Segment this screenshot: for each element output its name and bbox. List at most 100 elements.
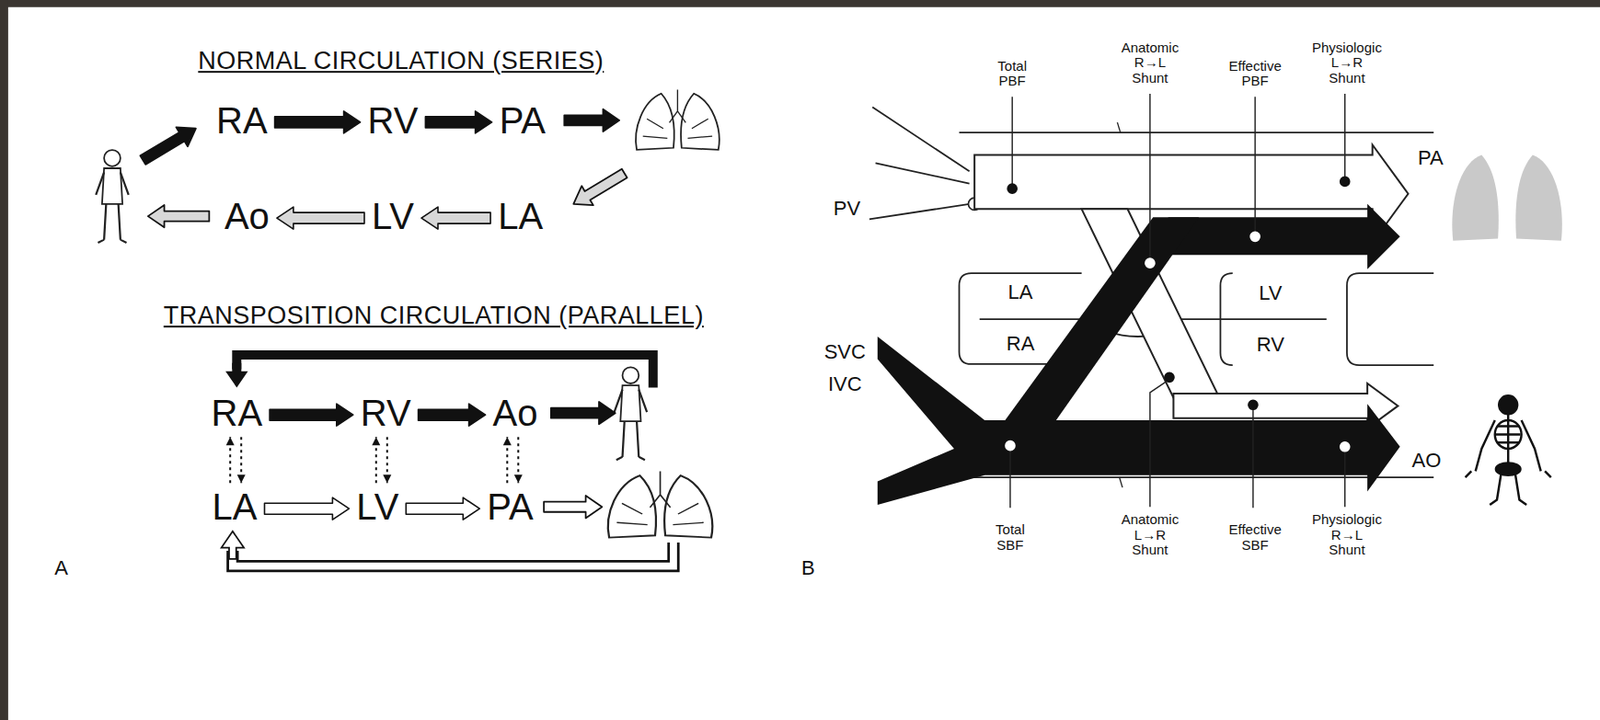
flow-label: Physiologic L→R Shunt (1312, 40, 1382, 87)
flow-arrow (139, 109, 674, 567)
flow-schematic (959, 476, 1435, 479)
flow-dot (1248, 400, 1258, 410)
skeleton-figure (1495, 420, 1522, 449)
chamber-label: LA (212, 486, 258, 528)
flow-arrow (543, 495, 602, 518)
panel-title: TRANSPOSITION CIRCULATION (PARALLEL) (163, 302, 704, 331)
flow-connector (425, 111, 492, 134)
chamber-node: RV (360, 392, 412, 434)
chamber-label: RV (1256, 333, 1285, 357)
exchange-head (237, 474, 246, 484)
chamber-node: LV (371, 195, 415, 237)
flow-label: Anatomic R→L Shunt (1121, 40, 1180, 87)
chamber-node: PA (486, 486, 533, 528)
flow-connector (371, 437, 392, 484)
flow-schematic (1004, 217, 1199, 421)
panel-letter: A (54, 557, 69, 580)
flow-arrow (221, 531, 244, 560)
exchange-head (514, 474, 523, 484)
lungs-shaded (1451, 155, 1498, 242)
chamber-label: LV (356, 486, 399, 528)
vessel-label: SVC (824, 341, 866, 364)
chamber-label: LV (1258, 282, 1282, 305)
flow-arrow (418, 403, 486, 426)
chamber-label: RV (360, 392, 412, 434)
chamber-node: LA (497, 195, 543, 237)
frame-bar (0, 0, 1600, 8)
chamber-label: LA (1008, 281, 1034, 304)
skeleton-figure (1465, 395, 1552, 506)
flow-dot (1340, 442, 1350, 452)
flow-schematic (959, 131, 1435, 134)
flow-connector (264, 497, 350, 520)
flow-arrow (551, 402, 616, 425)
chamber-node: Ao (493, 392, 539, 434)
flow-connector (503, 437, 523, 484)
leader-line (1150, 381, 1167, 507)
flow-label: Anatomic L→R Shunt (1121, 513, 1180, 560)
flow-connector (275, 111, 361, 134)
flow-connector (276, 207, 365, 230)
flow-arrow (573, 169, 627, 206)
skeleton-figure (1496, 463, 1521, 476)
flow-dot (1005, 176, 1350, 451)
vessel-label: PA (1417, 147, 1444, 170)
exchange-head (382, 474, 392, 484)
flow-arrow (276, 207, 365, 230)
flow-schematic (869, 106, 1434, 506)
flow-schematic (1346, 273, 1434, 366)
flow-dot (1007, 184, 1017, 194)
chamber-label: Ao (493, 392, 539, 434)
flow-label: Total SBF (995, 522, 1025, 553)
leader-line (1149, 93, 1151, 260)
chamber-node: Ao (224, 195, 270, 237)
return-loop (236, 355, 653, 388)
chamber-label: Ao (224, 195, 270, 237)
skeleton-figure (1507, 414, 1509, 468)
chamber-label: PA (499, 100, 546, 141)
flow-dot (1005, 441, 1015, 451)
vessel-label: AO (1412, 449, 1442, 472)
flow-connector (418, 403, 486, 426)
vessel-label: IVC (828, 373, 863, 396)
flow-connector (226, 437, 246, 484)
flow-label: Effective SBF (1228, 522, 1281, 553)
chamber-label: RV (368, 100, 419, 141)
leader-line (1010, 93, 1346, 508)
flow-connector (269, 403, 354, 426)
flow-schematic (1119, 477, 1123, 488)
body-sketch (614, 367, 647, 461)
lungs-shaded (1451, 155, 1562, 242)
leader-line (1254, 96, 1255, 233)
lungs-sketch (608, 471, 713, 538)
flow-dot (1145, 258, 1155, 268)
panel-letter: B (801, 557, 816, 580)
flow-arrow (139, 126, 196, 165)
exchange-head (371, 437, 380, 446)
flow-connector (421, 207, 491, 230)
leader-line (1344, 450, 1346, 507)
chamber-label: LV (371, 195, 415, 237)
flow-arrow (148, 205, 210, 228)
exchange-head (503, 437, 512, 446)
leader-line (1009, 449, 1011, 508)
lungs-sketch (635, 90, 720, 150)
leader-line (1011, 96, 1013, 185)
chamber-node: PA (499, 100, 546, 141)
chamber-node: LV (356, 486, 399, 528)
flow-schematic (1148, 204, 1401, 270)
leader-line (1252, 409, 1254, 509)
flow-label: Total PBF (997, 57, 1027, 89)
flow-schematic (877, 336, 1401, 506)
flow-label: Effective PBF (1228, 57, 1281, 89)
flow-connector (405, 497, 480, 520)
flow-dot (1250, 231, 1260, 242)
chamber-label: RA (1006, 333, 1036, 356)
flow-dot (1164, 372, 1175, 382)
frame-bar (0, 0, 9, 720)
flow-schematic (1177, 318, 1327, 321)
chamber-label: PA (486, 486, 533, 528)
chamber-node: LA (212, 486, 258, 528)
exchange-head (226, 437, 235, 446)
